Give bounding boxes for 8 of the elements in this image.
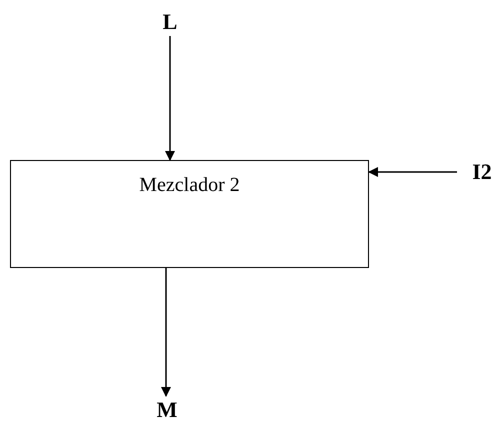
stream-label: I2 bbox=[467, 158, 497, 186]
arrow bbox=[161, 268, 171, 397]
process-box bbox=[10, 160, 369, 268]
stream-label: L bbox=[158, 8, 182, 36]
arrow bbox=[368, 167, 457, 177]
stream-label: M bbox=[154, 396, 180, 424]
arrow bbox=[165, 36, 175, 161]
box-label: Mezclador 2 bbox=[139, 174, 240, 197]
